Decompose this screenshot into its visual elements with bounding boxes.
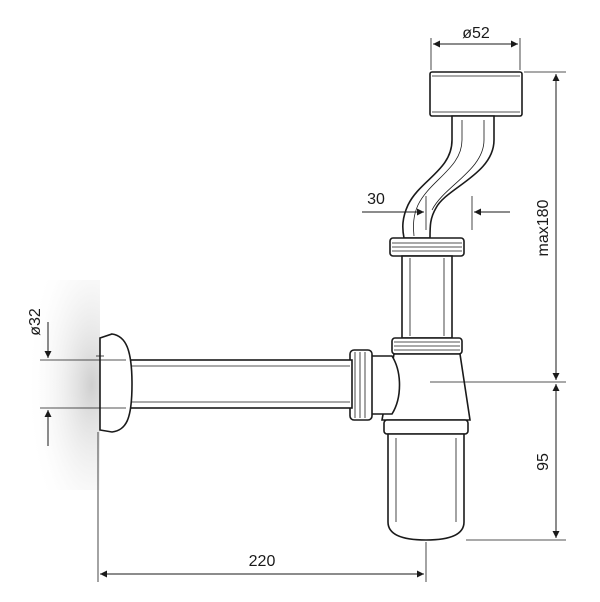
dim-flange-diameter: ø52	[430, 25, 521, 70]
label-pipe-diameter: ø32	[27, 308, 44, 336]
wall-rosette	[96, 333, 133, 433]
label-offset: 30	[367, 191, 385, 208]
dim-offset: 30	[362, 191, 510, 230]
dim-length: 220	[97, 432, 427, 582]
vertical-tube	[401, 255, 453, 339]
outlet-nut	[349, 349, 401, 421]
wall-shade	[18, 280, 100, 490]
upper-nut	[389, 237, 465, 257]
label-length: 220	[249, 553, 276, 570]
dim-lower-height: 95	[466, 384, 566, 541]
dim-max-height: max180	[430, 71, 566, 383]
bottle-trap	[381, 353, 471, 541]
horizontal-pipe	[127, 359, 353, 409]
label-max-height: max180	[535, 199, 552, 256]
lower-nut	[391, 337, 463, 355]
label-flange-diameter: ø52	[462, 25, 490, 42]
dim-pipe-diameter: ø32	[27, 308, 126, 446]
top-flange	[429, 71, 523, 117]
label-lower-height: 95	[535, 453, 552, 471]
inlet-s-bend	[402, 115, 495, 239]
